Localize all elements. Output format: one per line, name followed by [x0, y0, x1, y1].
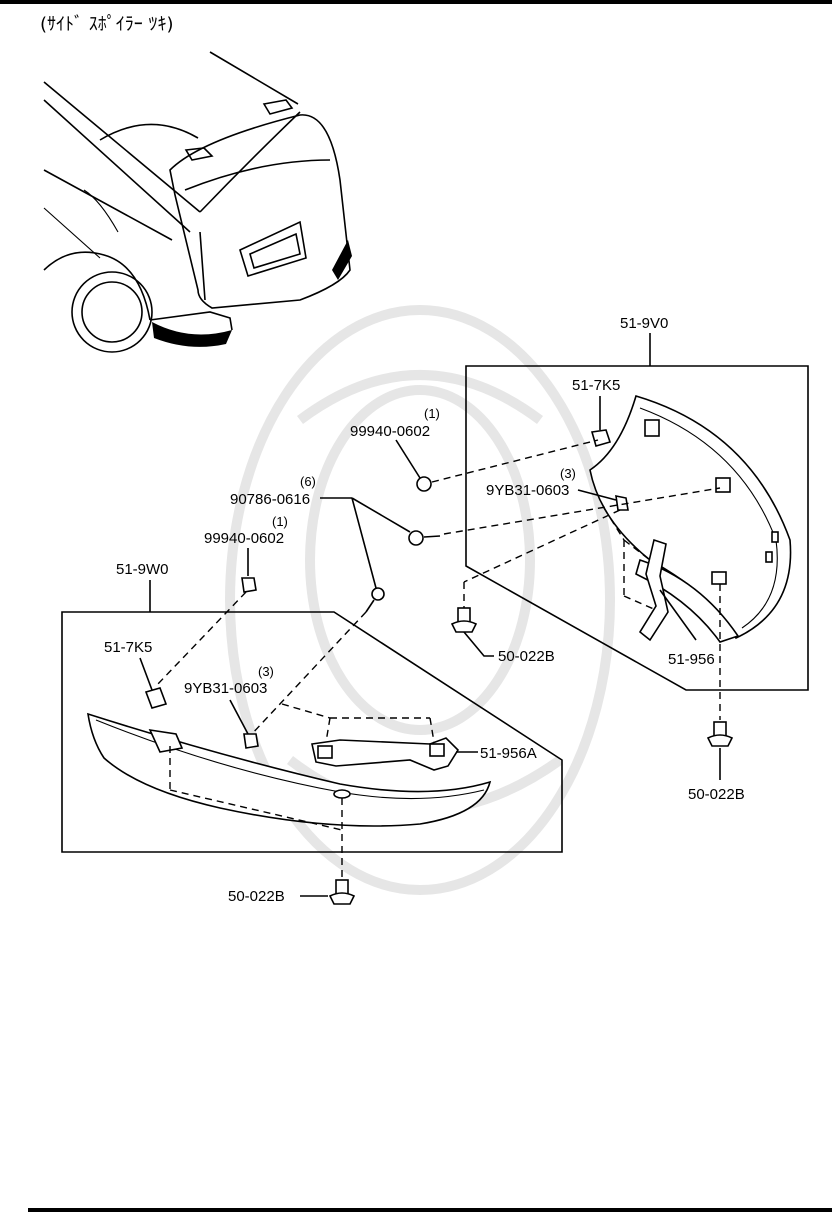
- top-rule: [0, 0, 832, 4]
- bracket-side-icon: [144, 687, 168, 709]
- side-bracket-part: [311, 737, 460, 771]
- label-part-rear: 51-956: [668, 651, 715, 668]
- nut-left-icon: [241, 577, 257, 593]
- bottom-rule: [28, 1208, 832, 1212]
- bolt-icon-lower: [365, 587, 385, 613]
- label-bracket-rear: 51-7K5: [572, 377, 620, 394]
- nut-top-icon: [416, 476, 432, 492]
- label-clip-side: 9YB31-0603: [184, 680, 267, 697]
- label-part-side: 51-956A: [480, 745, 537, 762]
- fastener-right-icon: [706, 721, 734, 747]
- label-fastener-bottom: 50-022B: [228, 888, 285, 905]
- fastener-mid-icon: [450, 607, 478, 633]
- qty-clip-side: (3): [258, 664, 274, 679]
- qty-nut-left: (1): [272, 514, 288, 529]
- side-spoiler-part: [87, 712, 492, 827]
- label-fastener-mid: 50-022B: [498, 648, 555, 665]
- diagram-title: (ｻｲﾄﾞ ｽﾎﾟｲﾗｰ ﾂｷ): [40, 14, 174, 35]
- fastener-bottom-icon: [328, 879, 356, 905]
- rear-spoiler-part: [589, 395, 792, 643]
- label-bracket-side: 51-7K5: [104, 639, 152, 656]
- rear-spoiler-frame: [465, 365, 809, 691]
- vehicle-illustration: [43, 51, 352, 353]
- label-nut-top: 99940-0602: [350, 423, 430, 440]
- rear-dashed-guides: [463, 507, 721, 720]
- side-dashed-guides: [169, 703, 435, 878]
- label-nut-left: 99940-0602: [204, 530, 284, 547]
- clip-side-icon: [243, 733, 259, 749]
- side-spoiler-frame: [61, 611, 563, 853]
- rear-bracket-part: [638, 538, 669, 642]
- label-assy-rear: 51-9V0: [620, 315, 668, 332]
- qty-clip-rear: (3): [560, 466, 576, 481]
- bolt-icon: [408, 530, 441, 546]
- clip-rear-icon: [615, 494, 629, 511]
- label-clip-rear: 9YB31-0603: [486, 482, 569, 499]
- bracket-rear-icon: [590, 429, 612, 447]
- label-fastener-right: 50-022B: [688, 786, 745, 803]
- label-bolt: 90786-0616: [230, 491, 310, 508]
- label-assy-side: 51-9W0: [116, 561, 169, 578]
- qty-nut-top: (1): [424, 406, 440, 421]
- qty-bolt: (6): [300, 474, 316, 489]
